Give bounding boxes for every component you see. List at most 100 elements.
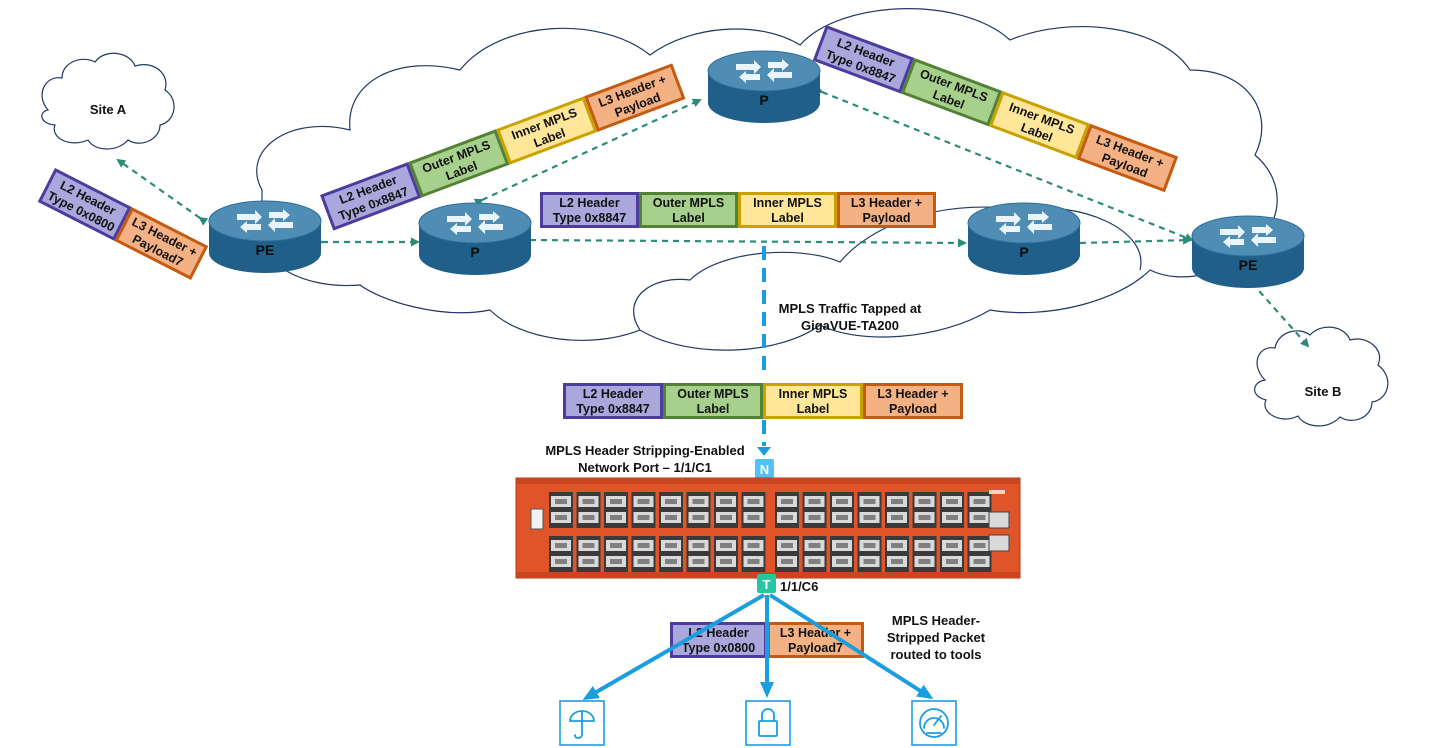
port-n-letter: N [760, 462, 769, 477]
packet-segment-text: Label [797, 402, 830, 416]
qsfp-port [714, 492, 738, 528]
router-arrows-icon [736, 59, 792, 83]
site-a-cloud [41, 52, 175, 150]
packet-segment-l3: L3 Header +Payload [837, 192, 936, 228]
packet-segment-l3: L3 Header +Payload7 [114, 207, 209, 280]
usb-port [530, 508, 544, 530]
tapped-label-line1: MPLS Traffic Tapped at [779, 301, 922, 316]
qsfp-port [775, 492, 799, 528]
umbrella-icon [569, 710, 595, 739]
router-label: PE [256, 242, 275, 258]
packet-segment-text: Inner MPLS [753, 196, 822, 210]
qsfp-port [775, 536, 799, 572]
result-label-line1: MPLS Header- [892, 613, 980, 628]
qsfp-port [659, 492, 683, 528]
router-arrows-icon [237, 209, 293, 233]
result-label-line2: Stripped Packet [887, 630, 986, 645]
packet-segment-text: Label [697, 402, 730, 416]
qsfp-port [604, 536, 628, 572]
packet-segment-text: L3 Header + [877, 387, 948, 401]
link-p-right-pe-right [1072, 235, 1192, 248]
router-pe-left: PE [208, 200, 322, 273]
status-led [989, 490, 1005, 494]
qsfp-port [940, 492, 964, 528]
tool-lock[interactable] [745, 700, 791, 746]
arrow-to-tool-3 [768, 593, 934, 700]
router-p-mid-left: P [418, 202, 532, 275]
qsfp-port [940, 536, 964, 572]
packet-segment-text: Payload7 [788, 641, 843, 655]
packet-segment-l3: L3 Header +Payload [1076, 123, 1179, 193]
router-p-top: P [707, 50, 821, 123]
tool-umbrella[interactable] [559, 700, 605, 746]
gauge-icon [919, 708, 949, 738]
router-arrows-icon [1220, 224, 1276, 248]
tool-gauge[interactable] [911, 700, 957, 746]
packet-segment-l3: L3 Header +Payload [584, 63, 686, 132]
qsfp-port [912, 536, 937, 572]
qsfp-port [714, 536, 738, 572]
router-p-mid-right: P [967, 202, 1081, 275]
router-label: P [1019, 244, 1028, 260]
packet-segment-text: Outer MPLS [653, 196, 725, 210]
stripping-label-line2: Network Port – 1/1/C1 [578, 460, 712, 475]
qsfp-port [659, 536, 683, 572]
router-pe-right: PE [1191, 215, 1305, 288]
qsfp-port [741, 536, 766, 572]
network-port-n[interactable]: N [755, 459, 774, 478]
site-b-cloud [1254, 326, 1389, 427]
link-p-top-pe-right [813, 85, 1194, 242]
qsfp-port [686, 536, 711, 572]
qsfp-port [885, 536, 909, 572]
qsfp-port [967, 536, 992, 572]
packet-segment-text: L2 Header [583, 387, 644, 401]
site-a-label: Site A [90, 102, 127, 117]
packet-segment-l3: L3 Header +Payload [863, 383, 963, 419]
qsfp-port [549, 492, 573, 528]
packet-segment-text: Payload [889, 402, 937, 416]
packet-segment-text: Outer MPLS [677, 387, 749, 401]
tool-port-t[interactable]: T [757, 574, 776, 593]
qsfp-port [885, 492, 909, 528]
packet-segment-text: Inner MPLS [779, 387, 848, 401]
result-label-line3: routed to tools [891, 647, 982, 662]
router-arrows-icon [996, 211, 1052, 235]
qsfp-port [631, 536, 656, 572]
packet-segment-text: Type 0x0800 [682, 641, 755, 655]
qsfp-port [830, 492, 854, 528]
qsfp-port [857, 536, 882, 572]
tap-arrow [757, 447, 771, 456]
qsfp-port [549, 536, 573, 572]
qsfp-port [802, 492, 827, 528]
port-t-letter: T [763, 577, 771, 592]
tapped-label-line2: GigaVUE-TA200 [801, 318, 899, 333]
gigavue-ta200-device [515, 477, 1021, 579]
link-p-left-p-top [473, 98, 702, 208]
router-label: P [759, 92, 768, 108]
routers: PE P P P PE [208, 50, 1305, 288]
qsfp-port [802, 536, 827, 572]
site-b-label: Site B [1305, 384, 1342, 399]
qsfp-port [576, 536, 601, 572]
qsfp-port [604, 492, 628, 528]
router-label: PE [1239, 257, 1258, 273]
qsfp-port [686, 492, 711, 528]
packet-segment-text: L2 Header [559, 196, 620, 210]
console-port [988, 534, 1010, 552]
router-arrows-icon [447, 211, 503, 235]
link-sitea-pe [116, 158, 209, 226]
packet-segment-text: Type 0x8847 [553, 211, 626, 225]
